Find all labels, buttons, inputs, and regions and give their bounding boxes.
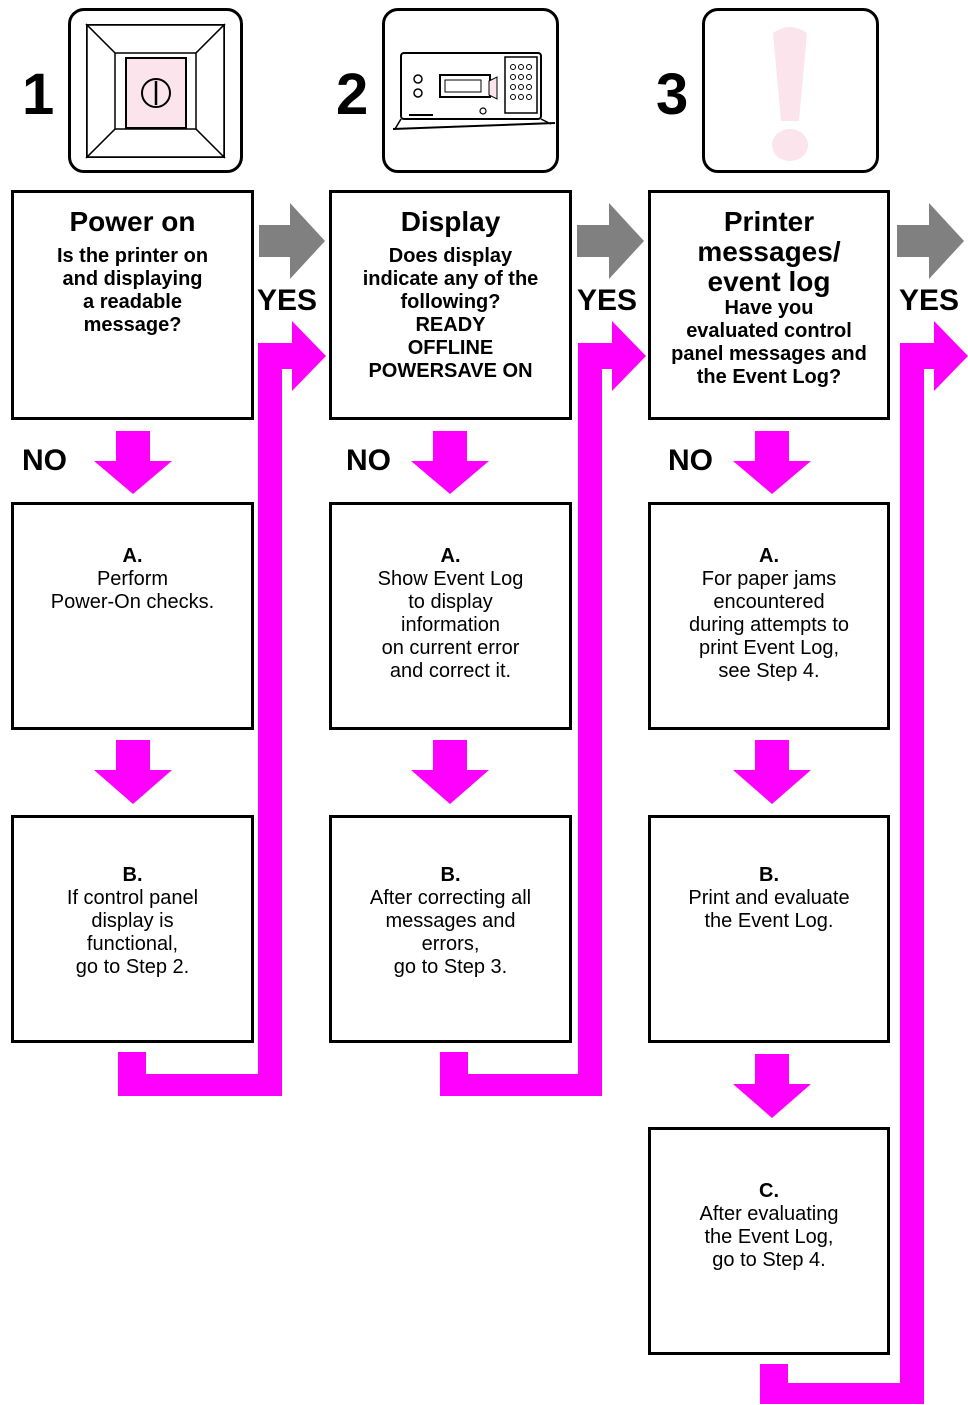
action-text-2a: Show Event Log to display information on… — [377, 568, 524, 682]
action-text-3a: For paper jams encountered during attemp… — [688, 568, 850, 682]
action-text-2b: After correcting all messages and errors… — [369, 887, 532, 978]
question-title-2: Display — [400, 206, 501, 237]
no-arrow-3 — [733, 431, 811, 494]
yes-arrow-2 — [577, 203, 644, 279]
question-title-3: Printer messages/ event log — [697, 206, 841, 297]
action-box-3a: A. For paper jams encountered during att… — [648, 502, 890, 730]
yes-label-2: YES — [577, 284, 638, 317]
exclamation-icon — [702, 8, 879, 173]
action-text-3c: After evaluating the Event Log, go to St… — [699, 1203, 839, 1271]
step-number-2: 2 — [336, 62, 369, 127]
question-text-1: Is the printer on and displaying a reada… — [56, 245, 209, 336]
no-label-3: NO — [668, 444, 713, 477]
action-box-2b: B. After correcting all messages and err… — [329, 815, 572, 1043]
no-label-2: NO — [346, 444, 391, 477]
question-text-2: Does display indicate any of the followi… — [362, 245, 539, 382]
question-box-3: Printer messages/ event log Have you eva… — [648, 190, 890, 420]
action-letter-2b: B. — [440, 864, 461, 886]
return-path-1 — [118, 321, 326, 1096]
down-arrow-3b — [733, 1054, 811, 1118]
question-title-1: Power on — [69, 206, 196, 237]
no-label-1: NO — [22, 444, 67, 477]
yes-label-1: YES — [257, 284, 318, 317]
power-switch-icon — [68, 8, 243, 173]
action-box-1a: A. Perform Power-On checks. — [11, 502, 254, 730]
yes-arrow-1 — [259, 203, 325, 279]
control-panel-icon — [382, 8, 559, 173]
down-arrow-2a — [411, 740, 489, 804]
action-box-1b: B. If control panel display is functiona… — [11, 815, 254, 1043]
action-box-3c: C. After evaluating the Event Log, go to… — [648, 1127, 890, 1355]
return-path-2 — [440, 321, 646, 1096]
action-box-2a: A. Show Event Log to display information… — [329, 502, 572, 730]
action-letter-2a: A. — [440, 545, 461, 567]
no-arrow-1 — [94, 431, 172, 494]
yes-arrow-3 — [897, 203, 964, 279]
action-letter-1b: B. — [122, 864, 143, 886]
action-letter-3c: C. — [759, 1180, 779, 1202]
yes-label-3: YES — [899, 284, 960, 317]
action-text-3b: Print and evaluate the Event Log. — [688, 887, 850, 932]
no-arrow-2 — [411, 431, 489, 494]
action-box-3b: B. Print and evaluate the Event Log. — [648, 815, 890, 1043]
step-number-3: 3 — [656, 62, 689, 127]
step-number-1: 1 — [22, 62, 55, 127]
return-path-3 — [760, 321, 968, 1404]
action-text-1a: Perform Power-On checks. — [50, 568, 215, 613]
action-text-1b: If control panel display is functional, … — [66, 887, 199, 978]
action-letter-3b: B. — [759, 864, 779, 886]
question-text-3: Have you evaluated control panel message… — [671, 297, 867, 388]
down-arrow-1a — [94, 740, 172, 804]
down-arrow-3a — [733, 740, 811, 804]
action-letter-1a: A. — [122, 545, 143, 567]
question-box-1: Power on Is the printer on and displayin… — [11, 190, 254, 420]
question-box-2: Display Does display indicate any of the… — [329, 190, 572, 420]
action-letter-3a: A. — [759, 545, 779, 567]
